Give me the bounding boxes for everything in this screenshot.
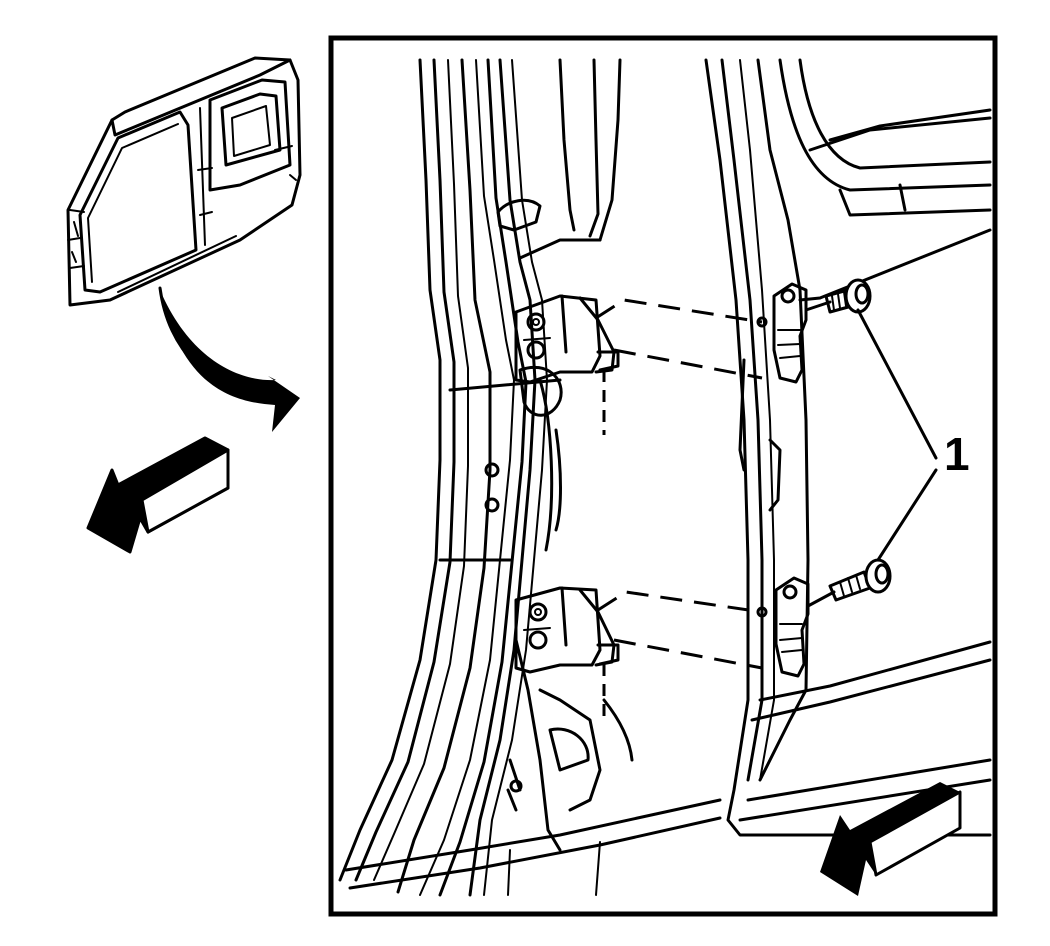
- upper-body-hinge: [514, 294, 620, 384]
- callout-leaders: [856, 308, 938, 562]
- lower-door-hinge: [756, 576, 810, 678]
- detail-view-frame: [328, 35, 998, 917]
- lower-hinge-bolt: [806, 558, 892, 608]
- upper-alignment-lines: [595, 298, 763, 435]
- upper-hinge-bolt: [804, 278, 872, 314]
- front-direction-arrow-left: [86, 436, 230, 554]
- body-hinge-pillar: [338, 58, 722, 897]
- callout-label-1: 1: [944, 428, 970, 480]
- upper-door-hinge: [756, 282, 808, 384]
- front-direction-arrow-right: [820, 782, 962, 896]
- door-assembly: [704, 58, 992, 837]
- vehicle-locator-view: [66, 56, 302, 432]
- lower-body-hinge: [514, 586, 620, 674]
- lower-alignment-lines: [597, 590, 763, 722]
